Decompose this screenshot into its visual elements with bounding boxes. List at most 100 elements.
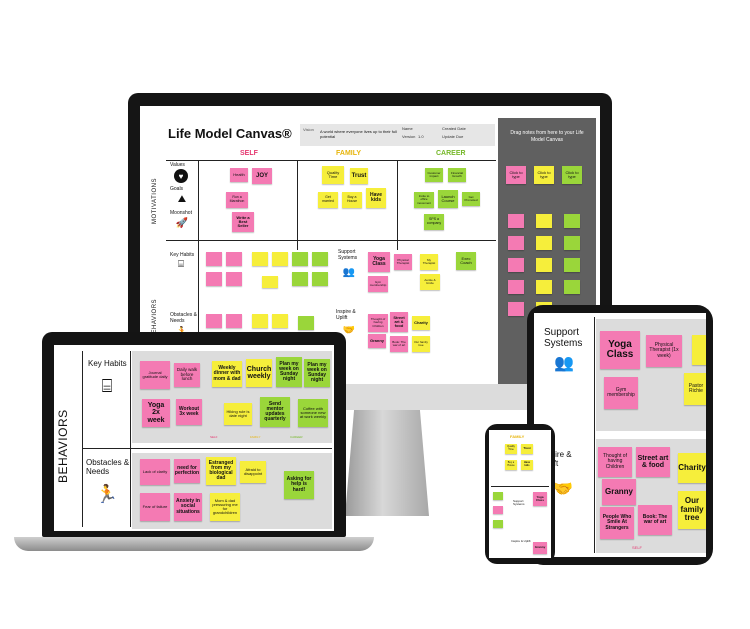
sticky-note[interactable] <box>206 252 222 266</box>
blank-note-yellow[interactable] <box>536 258 552 272</box>
sticky-note[interactable] <box>272 314 288 328</box>
click-to-type-green[interactable]: Click to type <box>562 166 582 184</box>
blank-note-pink[interactable] <box>508 214 524 228</box>
sticky-note[interactable]: Thought of having Children <box>598 447 632 477</box>
sticky-note[interactable] <box>312 272 328 286</box>
sticky-note[interactable] <box>272 252 288 266</box>
sticky-note[interactable]: Estranged from my biological dad <box>206 457 236 485</box>
blank-note-yellow[interactable] <box>536 214 552 228</box>
sticky-note[interactable]: Daily walk before lunch <box>174 363 200 387</box>
sticky-note[interactable]: Granny <box>533 542 547 554</box>
blank-note-green[interactable] <box>564 214 580 228</box>
sticky-note[interactable]: Anxiety in social situations <box>174 493 202 521</box>
blank-note-green[interactable] <box>564 280 580 294</box>
sticky-note[interactable]: Coffee with someone new at work weekly <box>298 399 328 427</box>
sticky-note[interactable]: Charity <box>412 316 430 330</box>
sticky-note[interactable]: Granny <box>368 334 386 348</box>
sticky-note[interactable]: Fear of failure <box>140 493 170 521</box>
sticky-note[interactable]: Gym membership <box>368 276 388 292</box>
blank-note-yellow[interactable] <box>536 236 552 250</box>
sticky-note[interactable]: Health <box>230 168 248 182</box>
sticky-note[interactable]: Have kids <box>521 460 533 470</box>
sticky-note[interactable] <box>206 314 222 328</box>
sticky-note[interactable]: Buy a House <box>342 192 362 208</box>
sticky-note[interactable]: Get Promoted <box>462 192 480 206</box>
sticky-note[interactable]: Book: The war of art <box>638 505 672 535</box>
blank-note-green[interactable] <box>564 236 580 250</box>
sticky-note[interactable]: need for perfection <box>174 459 200 483</box>
sticky-note[interactable]: Journal gratitude daily <box>140 361 170 389</box>
sticky-note[interactable]: Invite to office movement <box>414 192 434 208</box>
sticky-note[interactable]: SPS a company <box>424 214 444 230</box>
sticky-note[interactable]: Plan my week on Sunday night <box>304 359 330 387</box>
sticky-note[interactable] <box>226 272 242 286</box>
sticky-note[interactable]: Afraid to disappoint <box>240 461 266 483</box>
sticky-note[interactable] <box>292 272 308 286</box>
sticky-note[interactable]: Financial Growth <box>448 168 466 182</box>
sticky-note[interactable]: Yoga Class <box>368 252 390 272</box>
sticky-note[interactable]: Workout 3x week <box>176 399 202 425</box>
sticky-note[interactable]: Thought of having Children <box>368 314 388 332</box>
sticky-note[interactable]: Launch Course <box>438 190 458 208</box>
sticky-note[interactable]: Trust <box>521 444 533 454</box>
sticky-note[interactable]: Granny <box>602 479 636 505</box>
sticky-note[interactable]: Physical Therapist <box>394 254 412 270</box>
sticky-note[interactable] <box>292 252 308 266</box>
sticky-note[interactable] <box>226 252 242 266</box>
sticky-note[interactable] <box>226 314 242 328</box>
blank-note-pink[interactable] <box>508 258 524 272</box>
sticky-note[interactable]: Hiking rule is date night <box>224 403 252 425</box>
sticky-note[interactable]: Get married <box>318 192 338 208</box>
sticky-note[interactable]: Quality Time <box>322 166 344 184</box>
sticky-note[interactable] <box>262 276 278 288</box>
sticky-note[interactable]: Quality Time <box>505 444 517 454</box>
sticky-note[interactable]: Church weekly <box>246 359 272 387</box>
blank-note-yellow[interactable] <box>536 280 552 294</box>
sticky-note[interactable]: Asking for help is hard! <box>284 471 314 499</box>
sticky-note[interactable]: My Therapist <box>420 254 438 270</box>
sticky-note[interactable]: Trust <box>350 168 368 184</box>
sticky-note[interactable]: Yoga 2x week <box>142 399 170 427</box>
sticky-note[interactable]: Weekly dinner with mom & dad <box>212 361 242 387</box>
sticky-note[interactable]: Auntie & Uncle <box>420 274 440 290</box>
sticky-note[interactable]: Yoga Class <box>533 492 547 506</box>
sticky-note[interactable] <box>493 492 503 500</box>
sticky-note[interactable]: Send mentor updates quarterly <box>260 397 290 427</box>
sticky-note[interactable]: Have kids <box>366 188 386 208</box>
sticky-note[interactable]: Yoga Class <box>600 331 640 369</box>
sticky-note[interactable]: Buy a House <box>505 460 517 470</box>
sticky-note[interactable] <box>252 314 268 328</box>
sticky-note[interactable]: Street art & food <box>636 447 670 477</box>
sticky-note[interactable]: Street art & food <box>390 312 408 332</box>
sticky-note[interactable] <box>252 252 268 266</box>
click-to-type-pink[interactable]: Click to type <box>506 166 526 184</box>
sticky-note[interactable] <box>206 272 222 286</box>
blank-note-pink[interactable] <box>508 280 524 294</box>
handshake-icon: 🤝 <box>553 481 573 498</box>
sticky-note[interactable]: JOY <box>252 168 272 184</box>
sticky-note[interactable] <box>312 252 328 266</box>
sticky-note[interactable]: Customer impact <box>425 168 443 182</box>
sticky-note[interactable]: Write a Best Seller <box>232 212 254 232</box>
sticky-note[interactable] <box>298 316 314 330</box>
blank-note-green[interactable] <box>564 258 580 272</box>
sticky-note[interactable] <box>493 520 503 528</box>
click-to-type-yellow[interactable]: Click to type <box>534 166 554 184</box>
blank-note-pink[interactable] <box>508 302 524 316</box>
sticky-note[interactable]: Run a Marathon <box>226 192 248 208</box>
sticky-note[interactable]: Book: The war of art <box>390 336 408 352</box>
sticky-note[interactable]: Our family tree <box>412 336 430 352</box>
sticky-note[interactable]: Charity <box>678 453 706 483</box>
sticky-note[interactable] <box>692 335 706 365</box>
sticky-note[interactable]: Physical Therapist (1x week) <box>646 335 682 367</box>
sticky-note[interactable]: Exec Coach <box>456 252 476 270</box>
sticky-note[interactable]: Mom & dad pressuring me for grandchildre… <box>210 493 240 521</box>
blank-note-pink[interactable] <box>508 236 524 250</box>
sticky-note[interactable]: Gym membership <box>604 377 638 409</box>
sticky-note[interactable]: Pastor Richie <box>684 373 706 405</box>
sticky-note[interactable]: Lack of clarity <box>140 459 170 485</box>
sticky-note[interactable]: Our family tree <box>678 491 706 529</box>
sticky-note[interactable]: Plan my week on Sunday night <box>276 357 302 387</box>
sticky-note[interactable] <box>493 506 503 514</box>
sticky-note[interactable]: People Who Smile At Strangers <box>600 507 634 539</box>
